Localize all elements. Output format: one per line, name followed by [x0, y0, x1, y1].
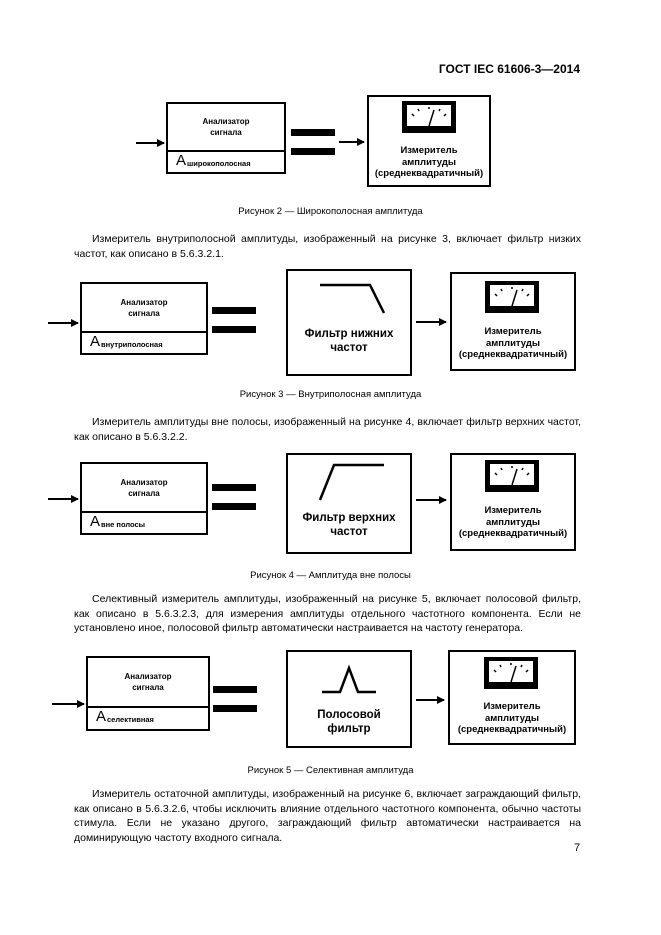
analyzer-label: Анализатор [120, 477, 168, 487]
analyzer-label: сигнала [128, 308, 160, 318]
amplitude-symbol: A [96, 708, 107, 725]
paragraph: Измеритель амплитуды вне полосы, изображ… [74, 416, 581, 443]
connector-bar [212, 484, 256, 491]
filter-label: частот [330, 342, 368, 354]
highpass-filter-box: Фильтр верхних частот [286, 453, 412, 554]
meter-label: Измеритель [483, 701, 541, 712]
figure-caption: Рисунок 5 — Селективная амплитуда [247, 765, 414, 776]
amplitude-subscript: широкополосная [187, 158, 251, 168]
amplitude-subscript: внутриполосная [101, 339, 163, 349]
filter-label: фильтр [327, 723, 371, 735]
meter-label: амплитуды [485, 337, 540, 349]
analyzer-label: сигнала [132, 683, 164, 692]
analyzer-label: Анализатор [120, 297, 168, 307]
connector-bar [213, 705, 257, 712]
amplitude-subscript: селективная [107, 715, 154, 724]
meter-label: (среднеквадратичный) [458, 528, 568, 539]
filter-label: Полосовой [317, 709, 381, 721]
connector-bar [212, 307, 256, 314]
amplitude-subscript: вне полосы [101, 519, 146, 529]
figure-caption: Рисунок 3 — Внутриполосная амплитуда [239, 389, 422, 400]
connector-bar [291, 129, 335, 136]
document-header: ГОСТ IEC 61606-3—2014 [438, 62, 580, 76]
meter-label: амплитуды [401, 156, 456, 168]
signal-analyzer-box: Анализатор сигнала A вне полосы [80, 462, 208, 535]
meter-dial-icon [485, 281, 539, 313]
filter-label: Фильтр верхних [302, 512, 396, 524]
highpass-curve [318, 463, 384, 501]
connector-bar [291, 148, 335, 155]
amplitude-meter-box: Измеритель амплитуды (среднеквадратичный… [450, 272, 576, 371]
filter-label: частот [330, 526, 368, 538]
meter-label: Измеритель [484, 326, 542, 337]
page-number: 7 [574, 842, 581, 854]
analyzer-label: Анализатор [202, 117, 250, 126]
analyzer-label: сигнала [128, 488, 160, 498]
bandpass-curve [322, 664, 376, 694]
figure-caption: Рисунок 2 — Широкополосная амплитуда [238, 206, 423, 217]
meter-label: амплитуды [484, 712, 539, 724]
meter-label: (среднеквадратичный) [457, 724, 567, 735]
amplitude-symbol: A [90, 332, 101, 350]
connector-bar [212, 326, 256, 333]
amplitude-symbol: A [176, 151, 187, 169]
paragraph: Селективный измеритель амплитуды, изобра… [74, 593, 581, 635]
meter-dial-icon [484, 657, 538, 689]
amplitude-meter-box: Измеритель амплитуды (среднеквадратичный… [367, 95, 491, 187]
paragraph: Измеритель остаточной амплитуды, изображ… [74, 788, 581, 844]
figure-caption: Рисунок 4 — Амплитуда вне полосы [250, 570, 411, 581]
signal-analyzer-box: Анализатор сигнала A внутриполосная [80, 282, 208, 355]
meter-dial-icon [402, 101, 456, 133]
meter-label: (среднеквадратичный) [374, 168, 484, 179]
amplitude-meter-box: Измеритель амплитуды (среднеквадратичный… [448, 650, 576, 745]
analyzer-label: Анализатор [124, 672, 172, 681]
filter-label: Фильтр нижних [304, 328, 394, 340]
lowpass-filter-box: Фильтр нижних частот [286, 269, 412, 376]
signal-analyzer-box: Анализатор сигнала A широкополосная [166, 102, 286, 174]
meter-label: (среднеквадратичный) [458, 349, 568, 360]
amplitude-meter-box: Измеритель амплитуды (среднеквадратичный… [450, 453, 576, 551]
analyzer-label: сигнала [210, 128, 242, 137]
signal-analyzer-box: Анализатор сигнала A селективная [86, 656, 210, 731]
meter-label: Измеритель [484, 505, 542, 516]
connector-bar [212, 503, 256, 510]
meter-dial-icon [485, 460, 539, 492]
paragraph: Измеритель внутриполосной амплитуды, изо… [74, 233, 581, 260]
meter-label: амплитуды [485, 516, 540, 528]
connector-bar [213, 686, 257, 693]
lowpass-curve [320, 283, 386, 314]
amplitude-symbol: A [90, 512, 101, 530]
meter-label: Измеритель [400, 145, 458, 156]
bandpass-filter-box: Полосовой фильтр [286, 650, 412, 748]
